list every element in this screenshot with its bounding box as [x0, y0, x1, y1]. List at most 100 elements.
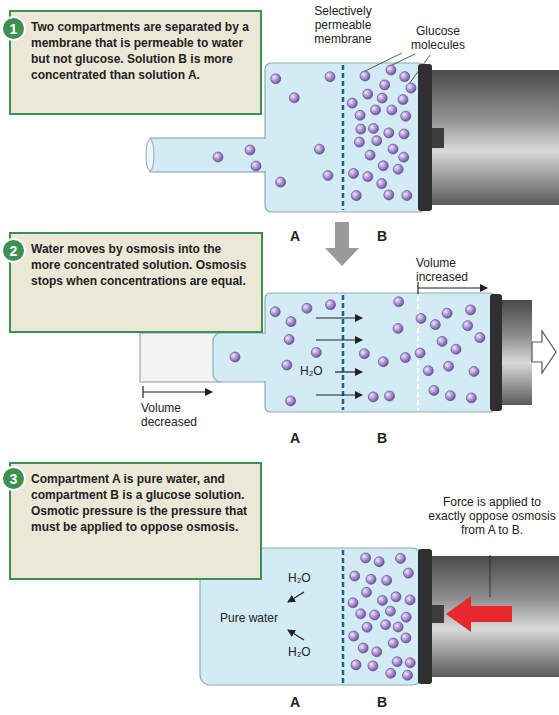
arrow-line — [316, 339, 362, 340]
glucose-molecule — [372, 136, 382, 146]
glucose-molecule — [386, 668, 396, 678]
callout-label: Selectively permeable membrane — [293, 4, 393, 46]
callout-label: Pure water — [220, 611, 300, 625]
glucose-molecule — [402, 191, 412, 201]
syringe-part — [432, 70, 559, 205]
arrow-line — [342, 65, 345, 210]
step-text: Water moves by osmosis into the more con… — [31, 241, 253, 289]
syringe-part — [418, 549, 432, 684]
callout-label: Volume decreased — [141, 401, 221, 429]
glucose-molecule — [326, 300, 336, 310]
glucose-molecule — [415, 348, 425, 358]
callout-label: Volume increased — [416, 256, 496, 284]
glucose-molecule — [401, 111, 411, 121]
syringe-part — [502, 300, 532, 405]
glucose-molecule — [213, 152, 223, 162]
glucose-molecule — [360, 71, 370, 81]
step-box: Two compartments are separated by a memb… — [9, 10, 262, 115]
glucose-molecule — [245, 145, 255, 155]
glucose-molecule — [369, 124, 379, 134]
glucose-molecule — [286, 317, 296, 327]
glucose-molecule — [230, 352, 240, 362]
glucose-molecule — [363, 172, 373, 182]
step-number: 3 — [10, 472, 18, 486]
callout-number: 3 — [1, 466, 26, 491]
arrow-line — [418, 287, 487, 288]
glucose-molecule — [392, 657, 402, 667]
glucose-molecule — [377, 179, 387, 189]
arrow-line — [342, 550, 345, 683]
glucose-molecule — [378, 161, 388, 171]
arrow-line — [288, 630, 304, 640]
glucose-molecule — [399, 152, 409, 162]
callout-number: 2 — [1, 238, 26, 263]
glucose-molecule — [393, 324, 403, 334]
glucose-molecule — [284, 335, 294, 345]
compartment-label: B — [374, 694, 390, 710]
glucose-molecule — [387, 105, 397, 115]
syringe-part — [213, 333, 270, 382]
glucose-molecule — [463, 321, 473, 331]
syringe-part — [335, 222, 349, 249]
glucose-molecule — [400, 72, 410, 82]
arrow-line — [316, 317, 362, 318]
glucose-molecule — [403, 670, 413, 680]
callout-label: H₂O — [288, 645, 322, 659]
glucose-molecule — [251, 161, 261, 171]
glucose-molecule — [466, 305, 476, 315]
syringe-part — [150, 138, 270, 172]
arrow-head — [446, 596, 471, 632]
glucose-molecule — [378, 357, 388, 367]
syringe-part — [432, 128, 444, 148]
glucose-molecule — [377, 93, 387, 103]
glucose-molecule — [382, 575, 392, 585]
glucose-molecule — [354, 137, 364, 147]
arrow-line — [142, 386, 143, 398]
syringe-part — [418, 64, 432, 211]
glucose-molecule — [347, 98, 357, 108]
glucose-molecule — [366, 574, 376, 584]
step-number: 2 — [10, 244, 18, 258]
glucose-molecule — [323, 171, 333, 181]
glucose-molecule — [386, 65, 396, 75]
step-box: Compartment A is pure water, and compart… — [9, 462, 262, 580]
glucose-molecule — [359, 349, 369, 359]
glucose-molecule — [356, 124, 366, 134]
arrow-line — [409, 55, 430, 84]
glucose-molecule — [381, 620, 391, 630]
syringe-part — [265, 63, 425, 212]
compartment-label: B — [374, 430, 390, 446]
glucose-molecule — [396, 553, 406, 563]
glucose-molecule — [466, 393, 476, 403]
glucose-molecule — [371, 105, 381, 115]
glucose-molecule — [384, 128, 394, 138]
glucose-molecule — [374, 557, 384, 567]
callout-label: H₂O — [288, 571, 322, 585]
syringe-part — [265, 293, 495, 412]
glucose-molecule — [372, 647, 382, 657]
glucose-molecule — [276, 177, 286, 187]
glucose-molecule — [400, 353, 410, 363]
glucose-molecule — [365, 150, 375, 160]
step-text: Two compartments are separated by a memb… — [31, 19, 252, 83]
step-number: 1 — [10, 22, 18, 36]
glucose-molecule — [403, 568, 413, 578]
glucose-molecule — [401, 612, 411, 622]
glucose-molecule — [314, 144, 324, 154]
arrow-line — [335, 371, 362, 372]
glucose-molecule — [348, 598, 358, 608]
glucose-molecule — [393, 622, 403, 632]
syringe-part — [470, 606, 512, 622]
glucose-molecule — [351, 191, 361, 201]
glucose-molecule — [475, 333, 485, 343]
glucose-molecule — [349, 168, 359, 178]
compartment-label: A — [287, 694, 303, 710]
glucose-molecule — [368, 661, 378, 671]
glucose-molecule — [445, 391, 455, 401]
arrow-line — [316, 394, 362, 395]
callout-number: 1 — [1, 16, 26, 41]
glucose-molecule — [385, 391, 395, 401]
step-text: Compartment A is pure water, and compart… — [31, 471, 252, 535]
glucose-molecule — [430, 320, 440, 330]
glucose-molecule — [362, 622, 372, 632]
